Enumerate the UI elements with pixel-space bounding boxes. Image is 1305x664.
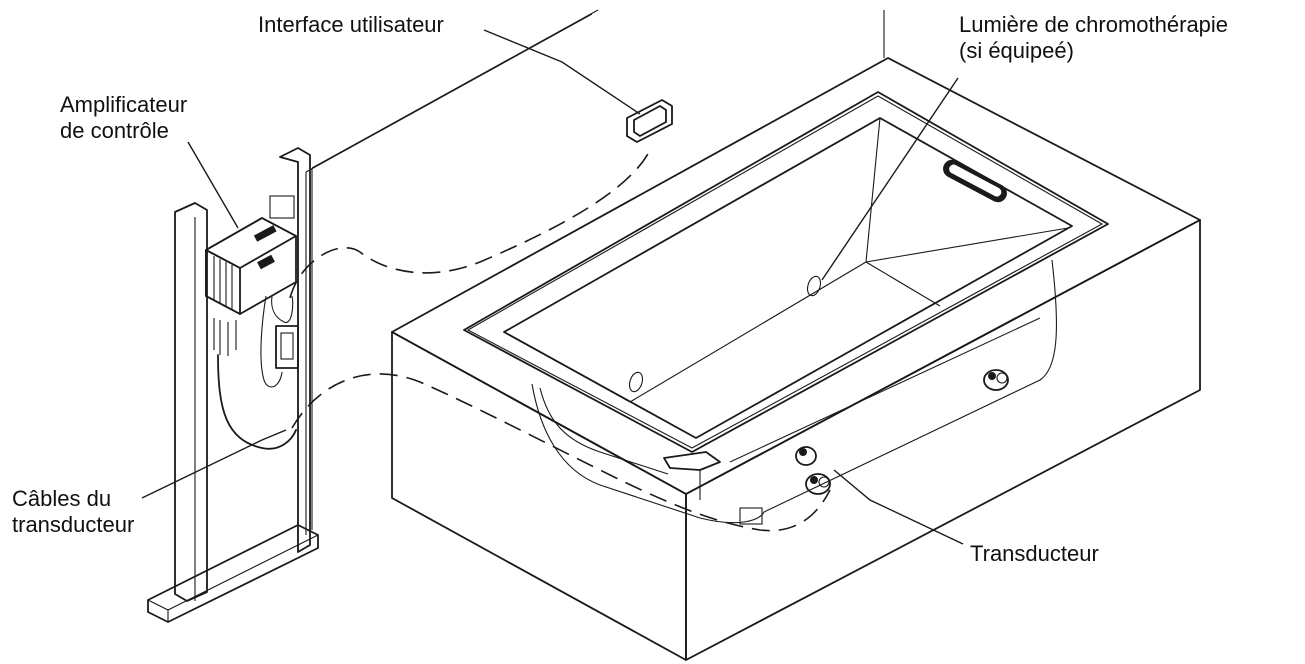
transducer-2 [795, 446, 817, 466]
label-control-amp-line2: de contrôle [60, 118, 169, 143]
transducer-1 [983, 369, 1009, 391]
interface-cable-route [289, 149, 651, 299]
label-chromotherapy-light: Lumière de chromothérapie (si équipeé) [959, 12, 1228, 64]
label-transducer-cables-line1: Câbles du [12, 486, 112, 511]
label-transducer-cables-line2: transducteur [12, 512, 135, 537]
transducers [795, 369, 1009, 495]
user-interface-panel [626, 99, 673, 143]
wall-framing [147, 147, 319, 623]
label-transducer: Transducteur [970, 541, 1099, 566]
tub-enclosure [391, 57, 1201, 661]
label-control-amp-line1: Amplificateur [60, 92, 188, 117]
leader-lines [141, 29, 964, 545]
label-chromotherapy-line2: (si équipeé) [959, 38, 1074, 63]
room-walls [305, 9, 885, 535]
bathtub [463, 91, 1109, 525]
transducer-3 [805, 473, 831, 495]
label-control-amplifier: Amplificateur de contrôle [60, 92, 187, 144]
label-user-interface: Interface utilisateur [258, 12, 444, 37]
label-transducer-cables: Câbles du transducteur [12, 486, 134, 538]
transducer-cable-route [291, 373, 831, 532]
label-chromotherapy-line1: Lumière de chromothérapie [959, 12, 1229, 37]
